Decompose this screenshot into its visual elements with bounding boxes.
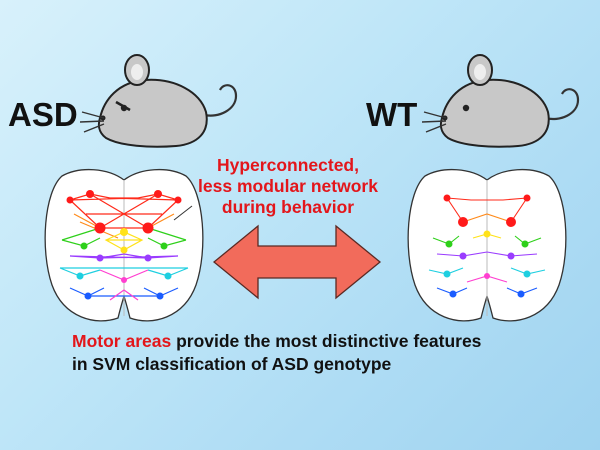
asd-mouse-illustration	[79, 54, 238, 148]
asd-brain-network	[44, 168, 204, 322]
double-arrow	[212, 224, 382, 300]
caption: Motor areas provide the most distinctive…	[72, 330, 592, 376]
caption-line-2: in SVM classification of ASD genotype	[72, 354, 392, 374]
annotation-text: Hyperconnected, less modular network dur…	[168, 155, 408, 218]
wt-brain-network	[407, 168, 567, 322]
annotation-line-1: Hyperconnected,	[217, 155, 359, 175]
caption-line-1: Motor areas provide the most distinctive…	[72, 330, 592, 353]
asd-network-nodes	[66, 190, 182, 300]
caption-line-1-rest: provide the most distinctive features	[171, 331, 482, 351]
wt-mouse-illustration	[421, 54, 580, 148]
annotation-line-2: less modular network	[198, 176, 378, 196]
annotation-line-3: during behavior	[221, 197, 355, 217]
caption-highlight: Motor areas	[72, 331, 172, 351]
asd-label: ASD	[8, 96, 78, 133]
wt-label: WT	[366, 96, 418, 133]
annotation-pointer	[173, 205, 193, 221]
